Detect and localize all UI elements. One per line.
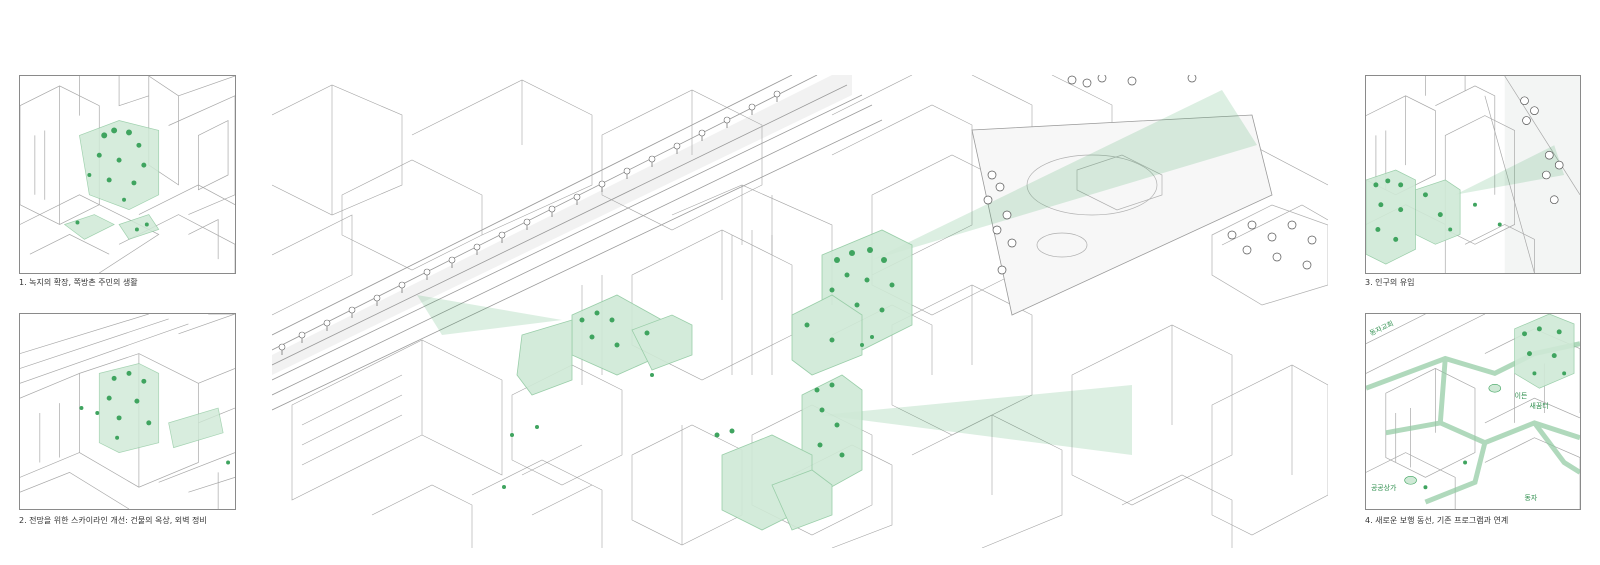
detail-panel-3 xyxy=(1365,75,1581,274)
detail-panel-2 xyxy=(19,313,236,510)
main-drawing xyxy=(272,75,1328,548)
panel-2-drawing xyxy=(20,314,235,509)
panel-3-caption: 3. 인구의 유입 xyxy=(1365,278,1415,287)
panel-4-drawing: 동자교회 이든 새꿈터 공공상가 동자 xyxy=(1366,314,1580,509)
map-label-4: 공공상가 xyxy=(1371,483,1397,492)
map-label-3: 새꿈터 xyxy=(1529,401,1548,410)
panel-1-caption: 1. 녹지의 확장, 쪽방촌 주민의 생활 xyxy=(19,278,138,287)
detail-panel-1 xyxy=(19,75,236,274)
panel-4-caption: 4. 새로운 보행 동선, 기존 프로그램과 연계 xyxy=(1365,516,1509,525)
panel-1-drawing xyxy=(20,76,235,273)
panel-3-drawing xyxy=(1366,76,1580,273)
map-label-church: 동자교회 xyxy=(1368,319,1395,338)
map-label-2: 이든 xyxy=(1515,391,1528,400)
main-axonometric-view xyxy=(272,75,1328,548)
detail-panel-4: 동자교회 이든 새꿈터 공공상가 동자 xyxy=(1365,313,1581,510)
panel-2-caption: 2. 전망을 위한 스카이라인 개선: 건물의 옥상, 외벽 정비 xyxy=(19,516,207,525)
map-label-5: 동자 xyxy=(1525,493,1538,502)
